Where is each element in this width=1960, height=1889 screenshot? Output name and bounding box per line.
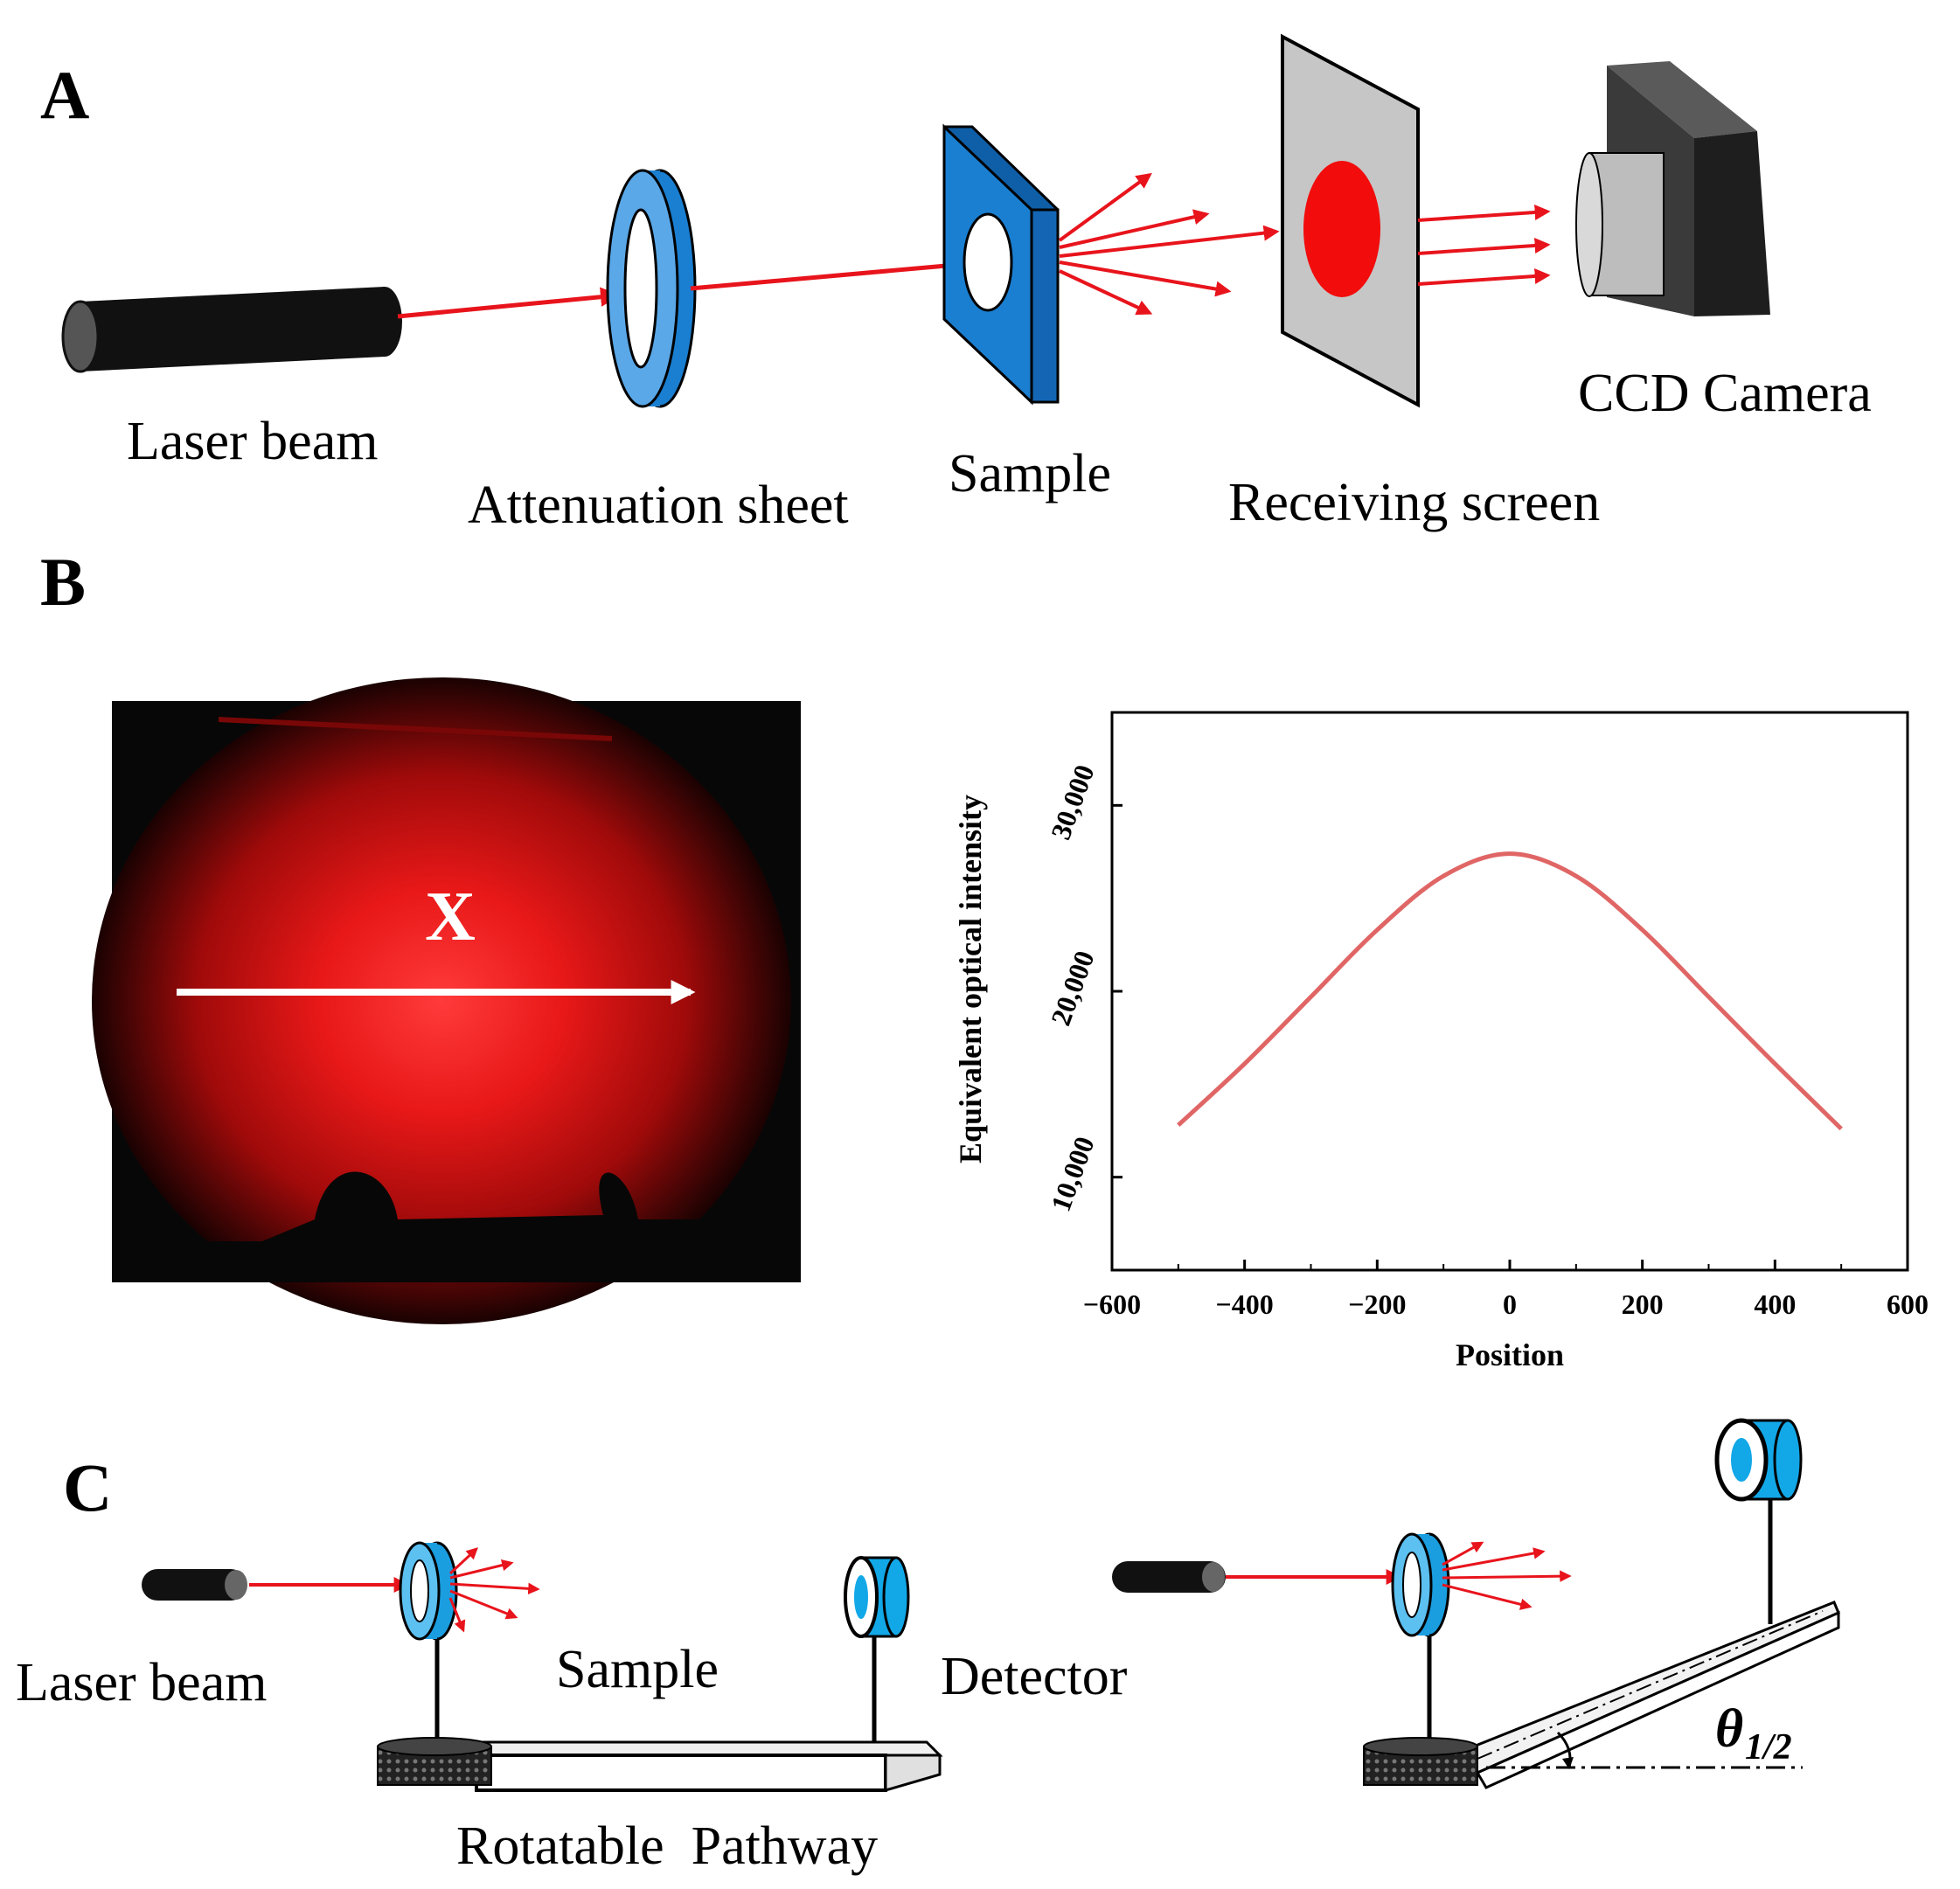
panel-c-letter: C	[63, 1449, 112, 1525]
angle-subscript: 1/2	[1745, 1727, 1792, 1767]
detector-c1	[844, 1556, 910, 1748]
ccd-camera	[1575, 61, 1770, 316]
label-sample-a: Sample	[949, 444, 1111, 504]
label-rotatable-pathway: Rotatable Pathway	[456, 1816, 878, 1876]
y-axis-title: Equivalent optical intensity	[953, 795, 988, 1163]
label-laser-beam-c: Laser beam	[16, 1653, 267, 1712]
rotation-stage-c1	[377, 1737, 492, 1786]
x-axis-ticks: −600 −400 −200 0 200 400 600	[1083, 1260, 1929, 1320]
sample-plate	[942, 123, 1060, 406]
label-attenuation-sheet: Attenuation sheet	[468, 476, 849, 535]
scattered-rays-c1	[448, 1547, 540, 1633]
intensity-profile-chart: −600 −400 −200 0 200 400 600 10,000 20,000 30,00…	[953, 711, 1929, 1372]
x-tick-label: 400	[1754, 1288, 1796, 1320]
series-line	[1177, 851, 1843, 1131]
panel-a-letter: A	[40, 57, 89, 133]
attenuation-sheet	[606, 169, 697, 408]
x-tick-label: −200	[1348, 1288, 1406, 1320]
laser-device-c2	[1112, 1561, 1226, 1593]
y-tick-label: 30,000	[1045, 760, 1101, 844]
photo-x-mark: X	[425, 879, 476, 955]
x-tick-label: −600	[1083, 1288, 1141, 1320]
x-tick-label: −400	[1216, 1288, 1274, 1320]
laser-device	[61, 287, 402, 373]
laser-device-c1	[142, 1569, 247, 1601]
beam-attenuator-to-sample	[690, 255, 970, 291]
x-tick-label: 600	[1887, 1288, 1929, 1320]
label-detector: Detector	[941, 1647, 1128, 1706]
label-laser-beam-a: Laser beam	[127, 412, 378, 471]
panel-b-letter: B	[40, 544, 86, 620]
detector-c2	[1714, 1418, 1803, 1624]
angle-theta: θ	[1715, 1699, 1743, 1759]
sample-holder-c2	[1391, 1532, 1450, 1748]
setup-horizontal	[142, 1541, 943, 1792]
receiving-screen	[1281, 33, 1420, 408]
rotation-stage-c2	[1363, 1737, 1478, 1786]
pathway-rail-c1	[475, 1740, 943, 1792]
label-sample-c: Sample	[556, 1640, 719, 1699]
y-tick-label: 10,000	[1045, 1132, 1101, 1215]
x-tick-label: 200	[1622, 1288, 1664, 1320]
sample-holder-c1	[399, 1541, 458, 1748]
label-receiving-screen: Receiving screen	[1228, 473, 1600, 532]
laser-spot-photo: X	[92, 677, 801, 1324]
rays-to-camera	[1417, 204, 1551, 286]
x-tick-label: 0	[1503, 1288, 1517, 1320]
scattered-rays	[1058, 172, 1280, 316]
plot-frame	[1110, 711, 1909, 1272]
x-axis-title: Position	[1456, 1337, 1564, 1372]
scattered-rays-c2	[1442, 1541, 1572, 1610]
label-ccd-camera: CCD Camera	[1578, 364, 1872, 423]
beam-laser-to-attenuator	[397, 287, 621, 319]
y-tick-label: 20,000	[1045, 947, 1101, 1030]
setup-rotated: θ 1/2	[1112, 1418, 1840, 1789]
